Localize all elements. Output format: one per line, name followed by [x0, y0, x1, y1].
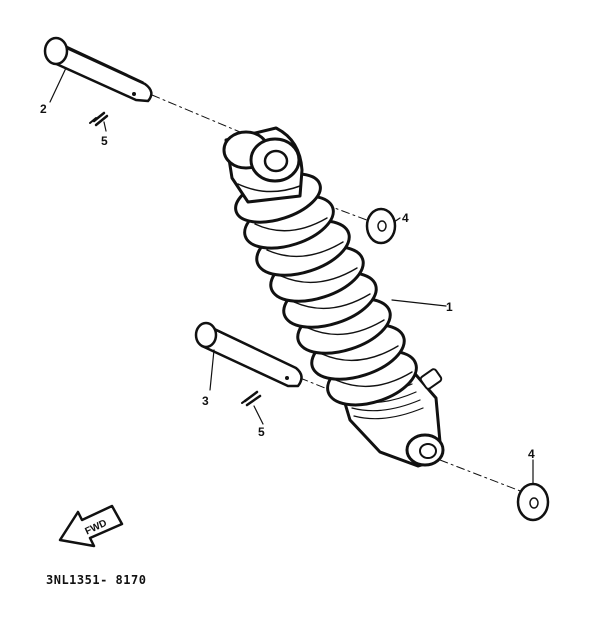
cotter-pin-lower: [241, 390, 262, 407]
forward-direction-arrow: FWD: [58, 504, 124, 548]
callout-cotter-pin-lower: 5: [258, 425, 265, 439]
callout-upper-bolt: 2: [40, 102, 47, 116]
callout-lower-bolt: 3: [202, 394, 209, 408]
diagram-part-number: 3NL1351- 8170: [46, 573, 146, 587]
washer-upper: [365, 207, 397, 245]
cotter-pin-upper: [89, 111, 109, 127]
callout-washer-upper: 4: [402, 211, 409, 225]
lower-bolt: [194, 321, 303, 388]
leader-lines: [49, 67, 534, 485]
shock-absorber: [222, 126, 445, 468]
callout-shock-absorber: 1: [446, 300, 453, 314]
callout-washer-lower: 4: [528, 447, 535, 461]
callout-cotter-pin-upper: 5: [101, 134, 108, 148]
washer-lower: [516, 482, 550, 522]
upper-bolt: [43, 36, 153, 103]
